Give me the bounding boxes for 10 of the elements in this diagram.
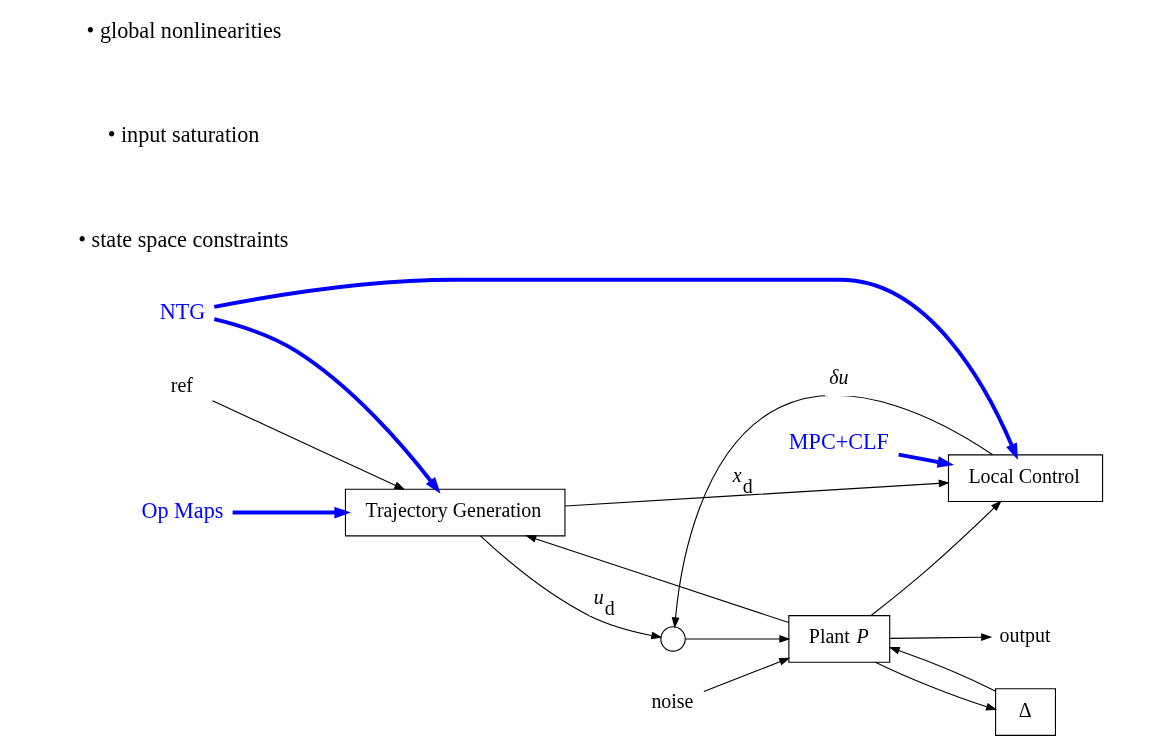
label: • input saturation — [107, 122, 260, 148]
label: • global nonlinearities — [86, 18, 282, 44]
node-text: ref — [170, 374, 193, 397]
label: • state space constraints — [78, 226, 289, 252]
node-text: MPC+CLF — [788, 429, 889, 455]
edge-label: δu — [829, 366, 849, 389]
node-text: NTG — [159, 298, 206, 324]
node-text: noise — [651, 690, 694, 713]
node-text: Op Maps — [141, 498, 224, 524]
node-text: output — [999, 623, 1051, 646]
